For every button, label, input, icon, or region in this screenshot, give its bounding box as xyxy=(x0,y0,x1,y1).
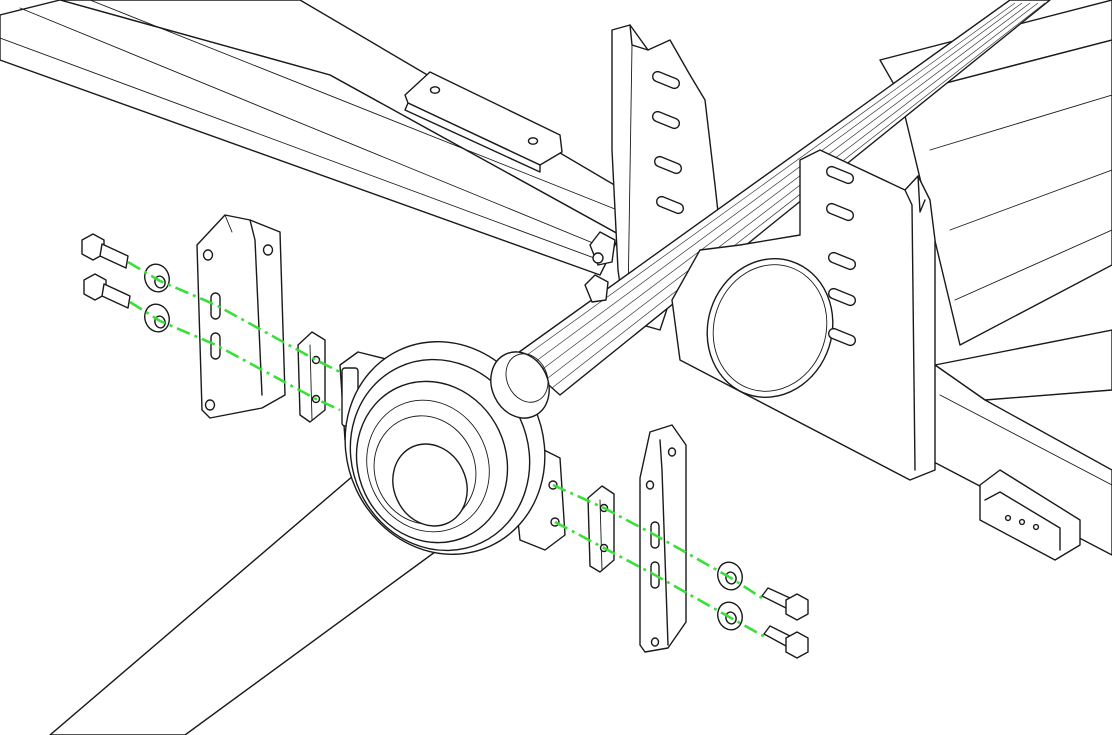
frame-rail-icon xyxy=(0,0,1112,556)
spacer-plate-icon xyxy=(297,331,326,423)
slotted-bracket-icon xyxy=(671,149,936,481)
bracket-slots xyxy=(651,70,685,215)
center-bearing-icon xyxy=(339,341,566,555)
bolt-icon xyxy=(761,587,809,659)
sensor-plate-icon xyxy=(404,71,563,173)
bolt-icon xyxy=(584,231,616,303)
assembly-guide-line-icon xyxy=(127,260,768,640)
washer-icon xyxy=(717,561,743,631)
angle-bracket-icon xyxy=(639,424,687,653)
bolt-icon xyxy=(81,233,131,309)
angle-bracket-icon xyxy=(196,214,286,419)
shaft-icon xyxy=(49,0,1051,735)
bracket-slots xyxy=(825,165,857,347)
spacer-plate-icon xyxy=(587,485,615,573)
crossmember-icon xyxy=(979,469,1081,561)
